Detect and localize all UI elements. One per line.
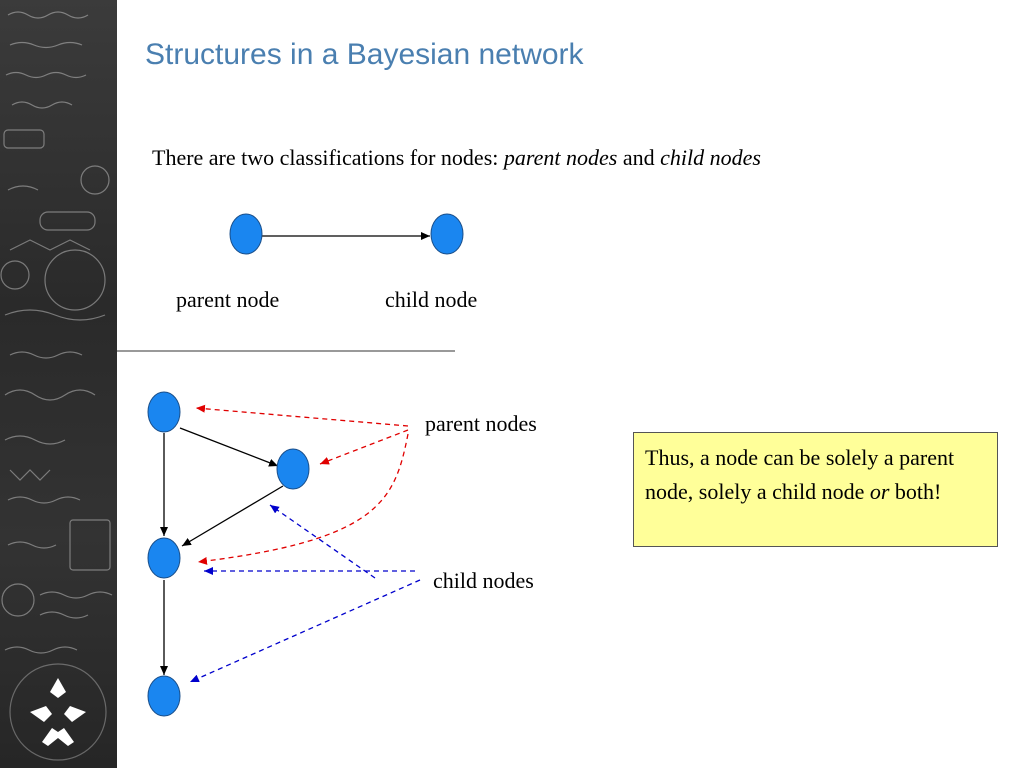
chalkboard-texture xyxy=(0,11,113,761)
parent-arrow-to-a xyxy=(195,404,409,427)
node-b xyxy=(276,448,310,490)
note-text-before: Thus, a node can be solely a parent node… xyxy=(645,445,955,504)
child-arrow-to-b xyxy=(269,504,376,579)
child-arrow-to-d xyxy=(189,579,421,683)
intro-text: There are two classifications for nodes:… xyxy=(152,145,761,171)
parent-nodes-label: parent nodes xyxy=(425,411,537,436)
parent-arrow-to-c xyxy=(197,433,409,565)
node-c xyxy=(147,537,181,579)
parent-node-label: parent node xyxy=(176,287,280,312)
chalkboard-sidebar xyxy=(0,0,117,768)
intro-and: and xyxy=(617,145,661,170)
node-a xyxy=(147,391,181,433)
node-d xyxy=(147,675,181,717)
child-nodes-label: child nodes xyxy=(433,568,534,593)
intro-child-term: child nodes xyxy=(660,145,761,170)
page-title: Structures in a Bayesian network xyxy=(145,38,584,71)
note-box: Thus, a node can be solely a parent node… xyxy=(633,432,998,547)
intro-parent-term: parent nodes xyxy=(503,145,618,170)
edge-b-c xyxy=(181,485,284,547)
edge-a-b xyxy=(179,427,279,467)
node-parent xyxy=(229,213,263,255)
note-text-after: both! xyxy=(889,479,942,504)
intro-prefix: There are two classifications for nodes: xyxy=(152,145,504,170)
child-node-label: child node xyxy=(385,287,478,312)
node-child xyxy=(430,213,464,255)
note-text-italic: or xyxy=(869,479,890,504)
parent-arrow-to-b xyxy=(319,429,409,465)
university-logo-icon xyxy=(30,678,86,746)
